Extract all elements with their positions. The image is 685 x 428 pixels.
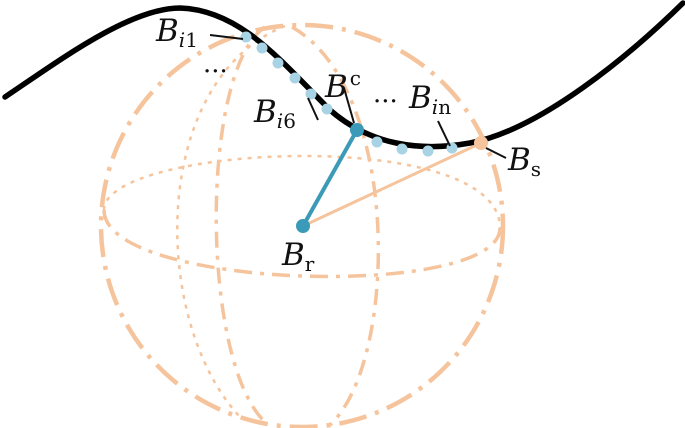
radius-to-bs: [302, 141, 482, 228]
ellipsis-right: ···: [373, 87, 398, 117]
label-bi1: Bi1: [155, 13, 198, 52]
leader-bc: [343, 87, 355, 124]
sample-point: [289, 72, 301, 84]
sphere-outline: [98, 22, 506, 428]
sample-point: [396, 143, 408, 155]
leader-lines: [209, 34, 507, 159]
sample-point: [272, 57, 284, 69]
label-bi6: Bi6: [253, 94, 296, 133]
ellipsis-left: ···: [203, 57, 228, 87]
point-bs: [474, 136, 488, 150]
leader-bs: [485, 147, 507, 159]
sample-points: [240, 31, 458, 157]
point-bc: [350, 123, 364, 137]
point-br: [296, 219, 310, 233]
leader-bin: [437, 120, 451, 147]
meridian-right: [291, 25, 381, 427]
meridian-back: [176, 24, 286, 418]
label-bin: Bin: [408, 80, 451, 119]
meridian-left: [214, 25, 267, 424]
sample-point: [256, 42, 268, 54]
search-sphere: [98, 22, 506, 428]
sample-point: [371, 136, 383, 148]
label-br: Br: [281, 237, 315, 276]
sample-point: [240, 31, 252, 43]
leader-bi6: [307, 97, 319, 121]
equator-front: [102, 209, 502, 279]
sample-point: [321, 103, 333, 115]
sample-point: [422, 145, 434, 157]
sample-point: [305, 88, 317, 100]
equator-back: [102, 154, 502, 229]
label-bs: Bs: [507, 142, 541, 181]
radius-to-bc: [301, 129, 359, 227]
leader-bi1: [209, 34, 244, 40]
